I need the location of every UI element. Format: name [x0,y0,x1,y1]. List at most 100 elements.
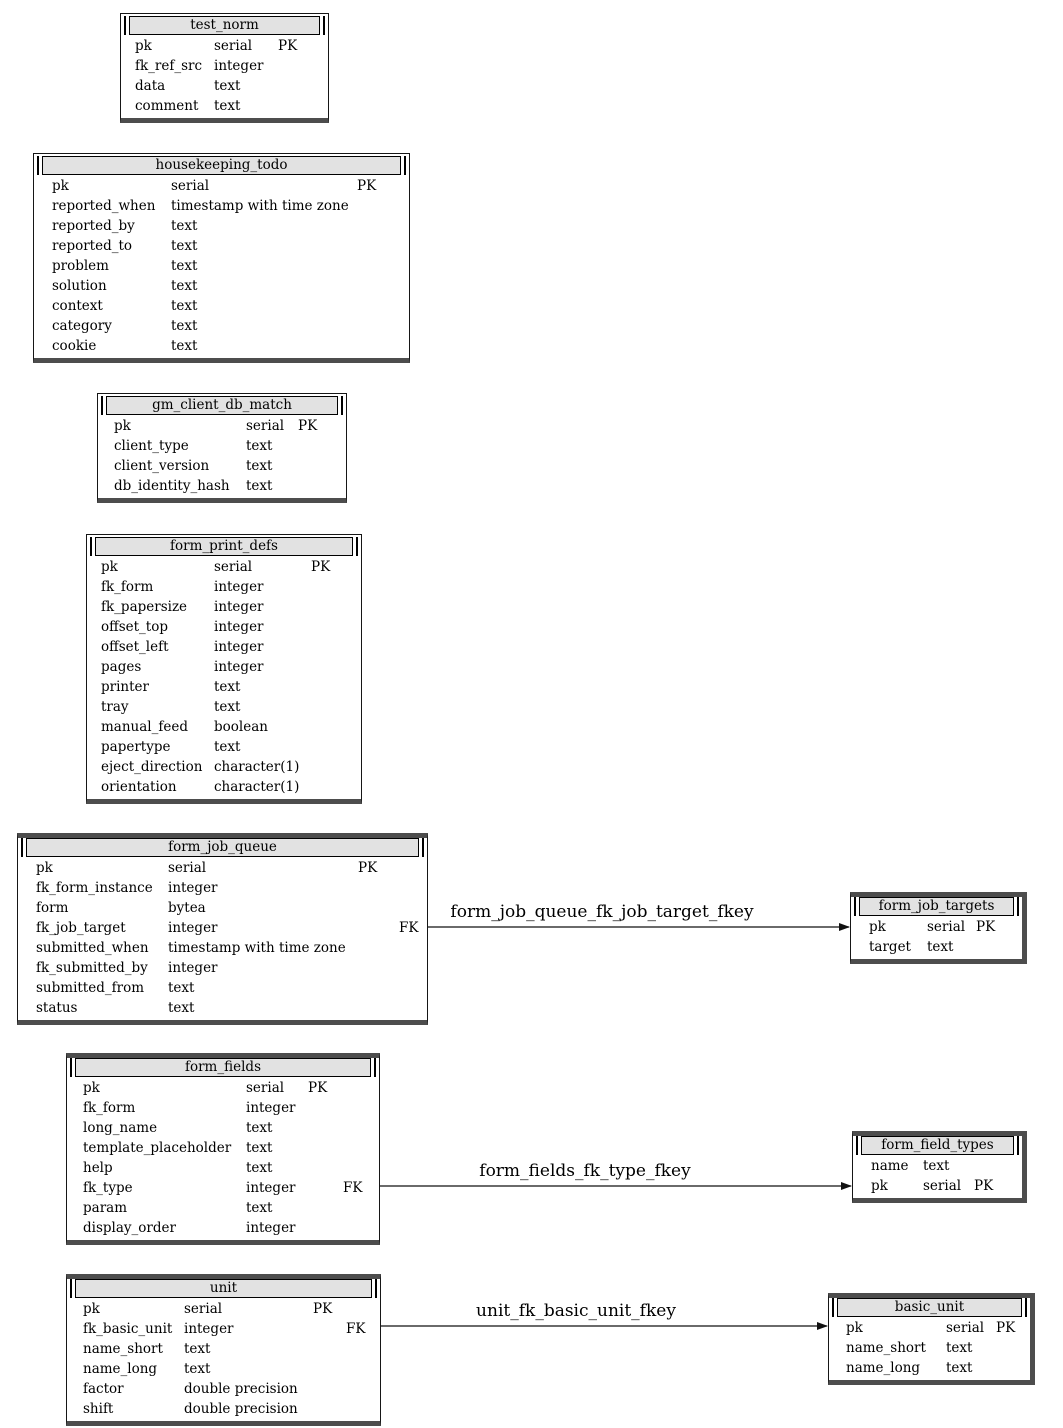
table-title: form_job_targets [859,897,1014,916]
column-type: text [171,318,198,334]
column-type: double precision [184,1381,298,1397]
column-type: text [246,438,273,454]
table-rows: pk serial PK fk_ref_src integer data tex… [121,35,328,116]
column-type: text [946,1340,973,1356]
table-title: form_fields [75,1058,371,1077]
table-column-row: client_version text [98,456,346,476]
table-column-row: help text [67,1158,379,1178]
column-name: reported_when [52,198,156,214]
column-name: name_short [83,1341,163,1357]
column-type: integer [184,1321,234,1337]
column-type: integer [214,599,264,615]
pk-flag: PK [308,1080,328,1096]
column-name: reported_to [52,238,133,254]
column-name: fk_form [101,579,154,595]
table-column-row: pk serial PK [98,416,346,436]
column-name: client_version [114,458,210,474]
table-column-row: target text [851,937,1022,957]
column-name: status [36,1000,78,1016]
column-name: reported_by [52,218,135,234]
column-name: pk [52,178,69,194]
db-table-form_job_targets: form_job_targets pk serial PK target tex… [850,892,1027,964]
column-name: printer [101,679,149,695]
title-right-notch [356,537,360,556]
column-type: text [171,258,198,274]
table-column-row: template_placeholder text [67,1138,379,1158]
table-column-row: papertype text [87,737,361,757]
table-column-row: form bytea [18,898,427,918]
column-name: fk_papersize [101,599,188,615]
title-right-notch [375,1279,379,1298]
column-type: integer [214,659,264,675]
table-rows: pk serial PK client_type text client_ver… [98,415,346,496]
table-column-row: pk serial PK [67,1078,379,1098]
table-column-row: fk_form integer [67,1098,379,1118]
column-type: text [923,1158,950,1174]
column-type: text [246,1200,273,1216]
title-left-notch [35,156,39,175]
column-name: fk_form [83,1100,136,1116]
db-table-basic_unit: basic_unit pk serial PK name_short text … [828,1293,1035,1385]
column-type: timestamp with time zone [171,198,349,214]
pk-flag: PK [311,559,331,575]
column-type: text [184,1361,211,1377]
title-right-notch [404,156,408,175]
pk-flag: PK [313,1301,333,1317]
table-column-row: pk serial PK [87,557,361,577]
column-type: text [246,1160,273,1176]
pk-flag: PK [996,1320,1016,1336]
table-column-row: reported_to text [34,236,409,256]
column-name: submitted_from [36,980,144,996]
table-title-row: gm_client_db_match [99,396,345,415]
column-type: serial [927,919,966,935]
column-type: character(1) [214,759,300,775]
column-name: name_long [83,1361,158,1377]
table-rows: pk serial PK fk_form integer long_name t… [67,1077,379,1238]
table-rows: pk serial PK fk_basic_unit integer FK na… [67,1298,380,1419]
table-rows: pk serial PK fk_form_instance integer fo… [18,857,427,1018]
column-name: submitted_when [36,940,149,956]
table-column-row: fk_form integer [87,577,361,597]
column-name: shift [83,1401,114,1417]
column-name: db_identity_hash [114,478,230,494]
column-type: text [171,298,198,314]
column-name: long_name [83,1120,158,1136]
fk-relationship-label: form_job_queue_fk_job_target_fkey [450,902,754,922]
table-rows: pk serial PK target text [851,916,1022,957]
column-type: integer [246,1100,296,1116]
table-column-row: param text [67,1198,379,1218]
table-title-row: unit [68,1279,379,1298]
column-type: serial [214,38,253,54]
title-left-notch [68,1058,72,1077]
table-column-row: tray text [87,697,361,717]
column-name: problem [52,258,109,274]
title-left-notch [852,897,856,916]
column-name: fk_form_instance [36,880,153,896]
table-column-row: orientation character(1) [87,777,361,797]
table-title-row: form_field_types [854,1136,1021,1155]
column-type: text [214,699,241,715]
table-column-row: submitted_when timestamp with time zone [18,938,427,958]
column-name: client_type [114,438,189,454]
column-type: serial [923,1178,962,1194]
column-name: fk_basic_unit [83,1321,173,1337]
table-title-row: form_job_targets [852,897,1021,916]
table-column-row: name_long text [67,1359,380,1379]
pk-flag: PK [358,860,378,876]
table-column-row: fk_basic_unit integer FK [67,1319,380,1339]
db-table-unit: unit pk serial PK fk_basic_unit integer … [66,1274,381,1426]
table-title-row: form_fields [68,1058,378,1077]
column-type: text [168,980,195,996]
table-column-row: display_order integer [67,1218,379,1238]
title-left-notch [99,396,103,415]
table-column-row: category text [34,316,409,336]
column-name: help [83,1160,113,1176]
title-right-notch [1025,1298,1029,1317]
table-rows: pk serial PK name_short text name_long t… [829,1317,1030,1378]
db-table-form_print_defs: form_print_defs pk serial PK fk_form int… [86,534,362,804]
pk-flag: PK [278,38,298,54]
column-name: context [52,298,103,314]
table-column-row: reported_when timestamp with time zone [34,196,409,216]
table-column-row: pk serial PK [853,1176,1022,1196]
table-column-row: factor double precision [67,1379,380,1399]
